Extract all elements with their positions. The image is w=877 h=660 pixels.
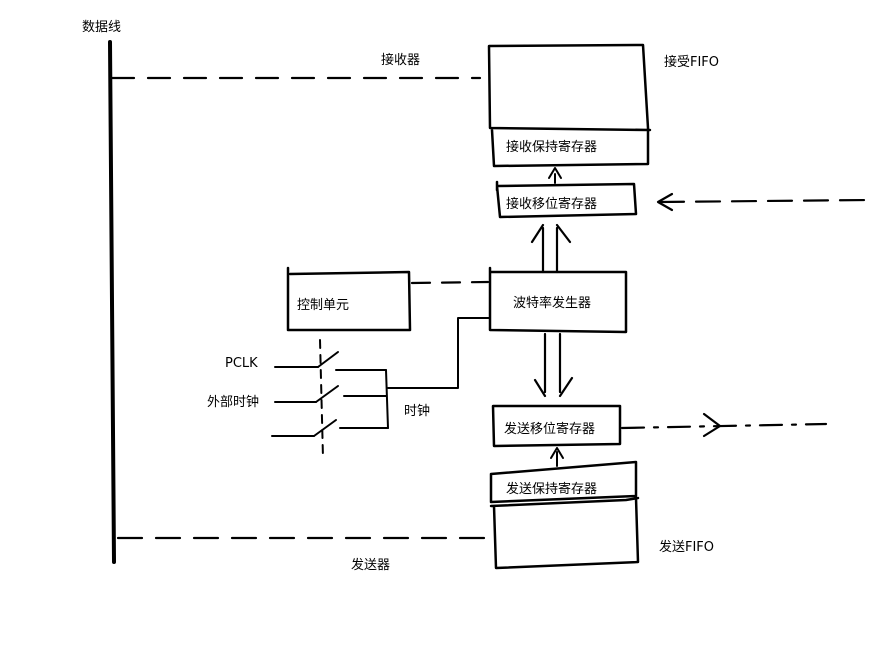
clock-label: 时钟 (404, 404, 431, 419)
rx-serial-in-arrow (656, 192, 674, 212)
receive-fifo-label: 接受FIFO (664, 55, 720, 70)
send-fifo-box (489, 460, 640, 570)
send-shift-register-box (491, 404, 622, 448)
receive-shift-register-label: 接收移位寄存器 (506, 197, 598, 212)
switch-gang-dashed (319, 339, 324, 459)
baud-rate-generator-box (488, 266, 628, 334)
control-unit-box (286, 266, 412, 332)
tx-serial-out-arrow (702, 412, 722, 438)
receiver-label: 接收器 (381, 53, 421, 68)
external-clock-switch (315, 385, 339, 403)
pclk-label: PCLK (225, 356, 258, 371)
external-clock-label: 外部时钟 (207, 395, 260, 410)
transmitter-label: 发送器 (351, 558, 391, 573)
receive-fifo-box (487, 43, 652, 168)
clock-bus-vertical (385, 369, 389, 429)
hold-to-shift-arrow (550, 447, 564, 467)
send-hold-register-label: 发送保持寄存器 (506, 482, 598, 497)
clock-wire (387, 317, 491, 389)
data-line-label: 数据线 (82, 20, 122, 35)
send-shift-register-label: 发送移位寄存器 (504, 422, 596, 437)
control-unit-label: 控制单元 (297, 298, 350, 313)
third-clock-switch (313, 419, 337, 437)
baud-rate-generator-label: 波特率发生器 (513, 296, 592, 311)
control-to-baud-dashed (410, 280, 490, 285)
rx-serial-in-line (658, 198, 870, 204)
tx-serial-out-line (620, 422, 828, 430)
send-fifo-label: 发送FIFO (659, 540, 715, 555)
shift-to-hold-arrow (548, 167, 562, 184)
baud-to-tx-arrows (533, 332, 574, 398)
pclk-switch (317, 351, 339, 368)
receive-hold-register-label: 接收保持寄存器 (506, 140, 598, 155)
receive-shift-register-box (495, 180, 638, 219)
baud-to-rx-arrows (530, 223, 572, 274)
data-bus-line (108, 40, 116, 564)
